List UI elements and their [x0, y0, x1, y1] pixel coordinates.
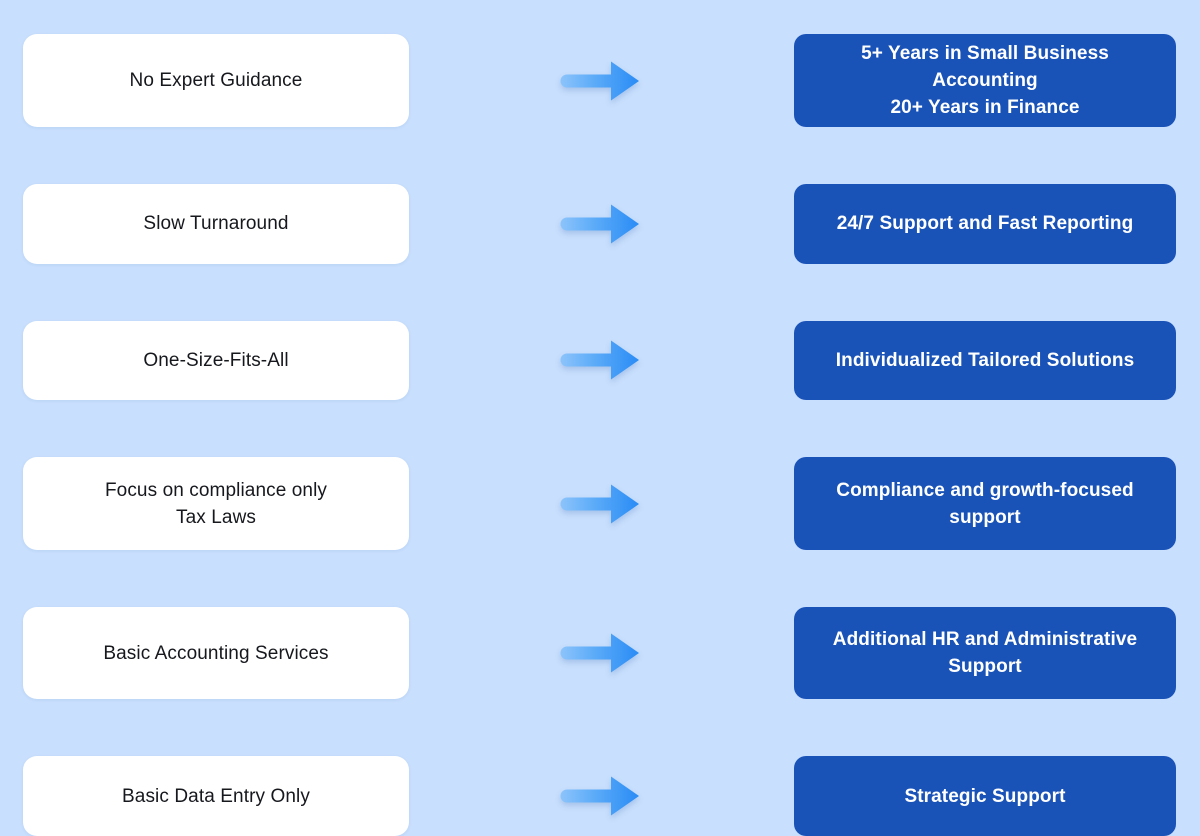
comparison-row-6: Basic Data Entry Only Strategic Support: [0, 756, 1200, 836]
solution-card-label: Additional HR and Administrative Support: [832, 629, 1138, 678]
problem-card-2[interactable]: Slow Turnaround: [23, 184, 409, 264]
arrow-right-icon: [560, 204, 639, 244]
comparison-row-1: No Expert Guidance 5+ Years in Small Bus…: [0, 34, 1200, 127]
solution-card-3[interactable]: Individualized Tailored Solutions: [794, 320, 1176, 401]
solution-card-2[interactable]: 24/7 Support and Fast Reporting: [794, 184, 1176, 264]
arrow-right-icon: [560, 340, 639, 380]
solution-card-label: Individualized Tailored Solutions: [835, 349, 1135, 371]
arrow-cell: [409, 756, 794, 836]
solution-card-1[interactable]: 5+ Years in Small Business Accounting 20…: [794, 34, 1176, 127]
arrow-right-icon: [560, 484, 639, 523]
solution-card-label: 5+ Years in Small Business Accounting 20…: [861, 43, 1109, 118]
comparison-row-4: Focus on compliance only Tax Laws Compli…: [0, 457, 1200, 550]
arrow-cell: [409, 607, 794, 700]
problem-card-5[interactable]: Basic Accounting Services: [23, 606, 409, 700]
solution-card-5[interactable]: Additional HR and Administrative Support: [794, 606, 1176, 700]
problem-card-label: Basic Accounting Services: [103, 642, 329, 664]
problem-card-label: One-Size-Fits-All: [143, 349, 289, 371]
comparison-row-2: Slow Turnaround 24/7 Support and Fast Re…: [0, 184, 1200, 264]
solution-card-label: Strategic Support: [904, 785, 1066, 807]
solution-card-4[interactable]: Compliance and growth-focused support: [794, 457, 1176, 550]
arrow-cell: [409, 321, 794, 401]
problem-card-label: No Expert Guidance: [129, 70, 303, 91]
arrow-cell: [409, 34, 794, 127]
problem-card-label: Focus on compliance only Tax Laws: [104, 479, 328, 528]
problem-card-4[interactable]: Focus on compliance only Tax Laws: [23, 457, 409, 550]
solution-card-label: 24/7 Support and Fast Reporting: [836, 213, 1134, 235]
solution-card-6[interactable]: Strategic Support: [794, 756, 1176, 836]
problem-card-3[interactable]: One-Size-Fits-All: [23, 320, 409, 401]
arrow-right-icon: [560, 633, 639, 673]
comparison-row-3: One-Size-Fits-All Individualized Tailore…: [0, 320, 1200, 401]
arrow-cell: [409, 184, 794, 264]
arrow-right-icon: [560, 61, 639, 100]
problem-card-1[interactable]: No Expert Guidance: [23, 34, 409, 127]
problem-card-label: Basic Data Entry Only: [122, 785, 310, 807]
solution-card-label: Compliance and growth-focused support: [836, 479, 1134, 528]
arrow-right-icon: [560, 776, 639, 816]
arrow-cell: [409, 457, 794, 550]
comparison-row-5: Basic Accounting Services Additional HR …: [0, 606, 1200, 700]
problem-card-6[interactable]: Basic Data Entry Only: [23, 756, 409, 836]
problem-card-label: Slow Turnaround: [143, 213, 289, 235]
